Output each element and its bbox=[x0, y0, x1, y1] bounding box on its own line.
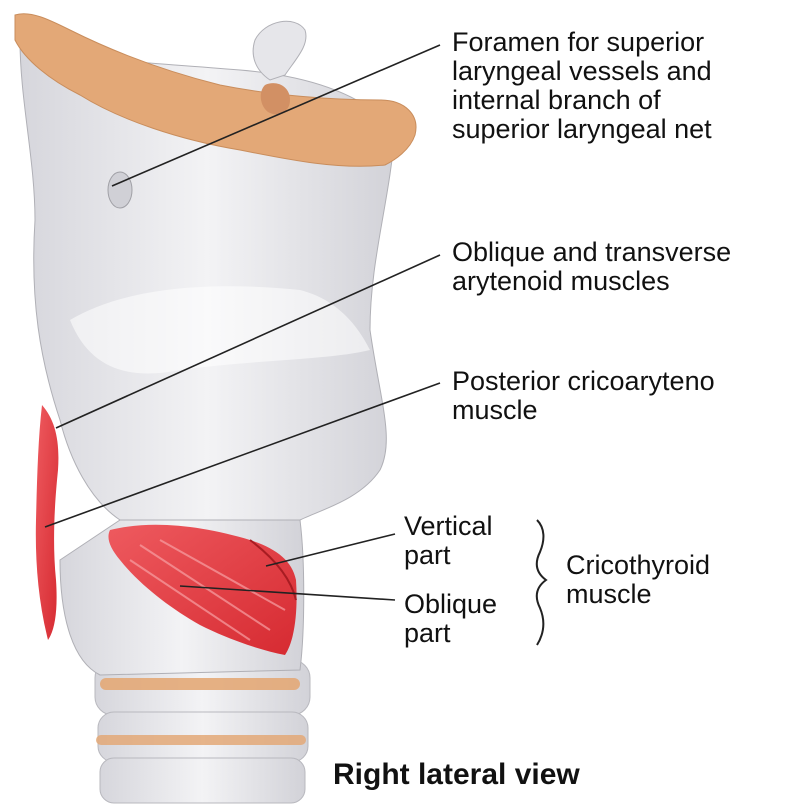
view-title: Right lateral view bbox=[333, 758, 580, 792]
tracheal-rings bbox=[95, 660, 310, 803]
label-posterior: Posterior cricoaryteno muscle bbox=[452, 367, 715, 425]
label-cricothyroid: Cricothyroid muscle bbox=[566, 551, 710, 609]
label-oblique-part: Oblique part bbox=[404, 590, 497, 648]
label-foramen: Foramen for superior laryngeal vessels a… bbox=[452, 28, 712, 144]
foramen bbox=[108, 172, 132, 208]
label-oblique-transverse: Oblique and transverse arytenoid muscles bbox=[452, 238, 731, 296]
superior-horn bbox=[253, 21, 306, 80]
brace-icon bbox=[537, 520, 546, 645]
label-vertical-part: Vertical part bbox=[404, 512, 493, 570]
